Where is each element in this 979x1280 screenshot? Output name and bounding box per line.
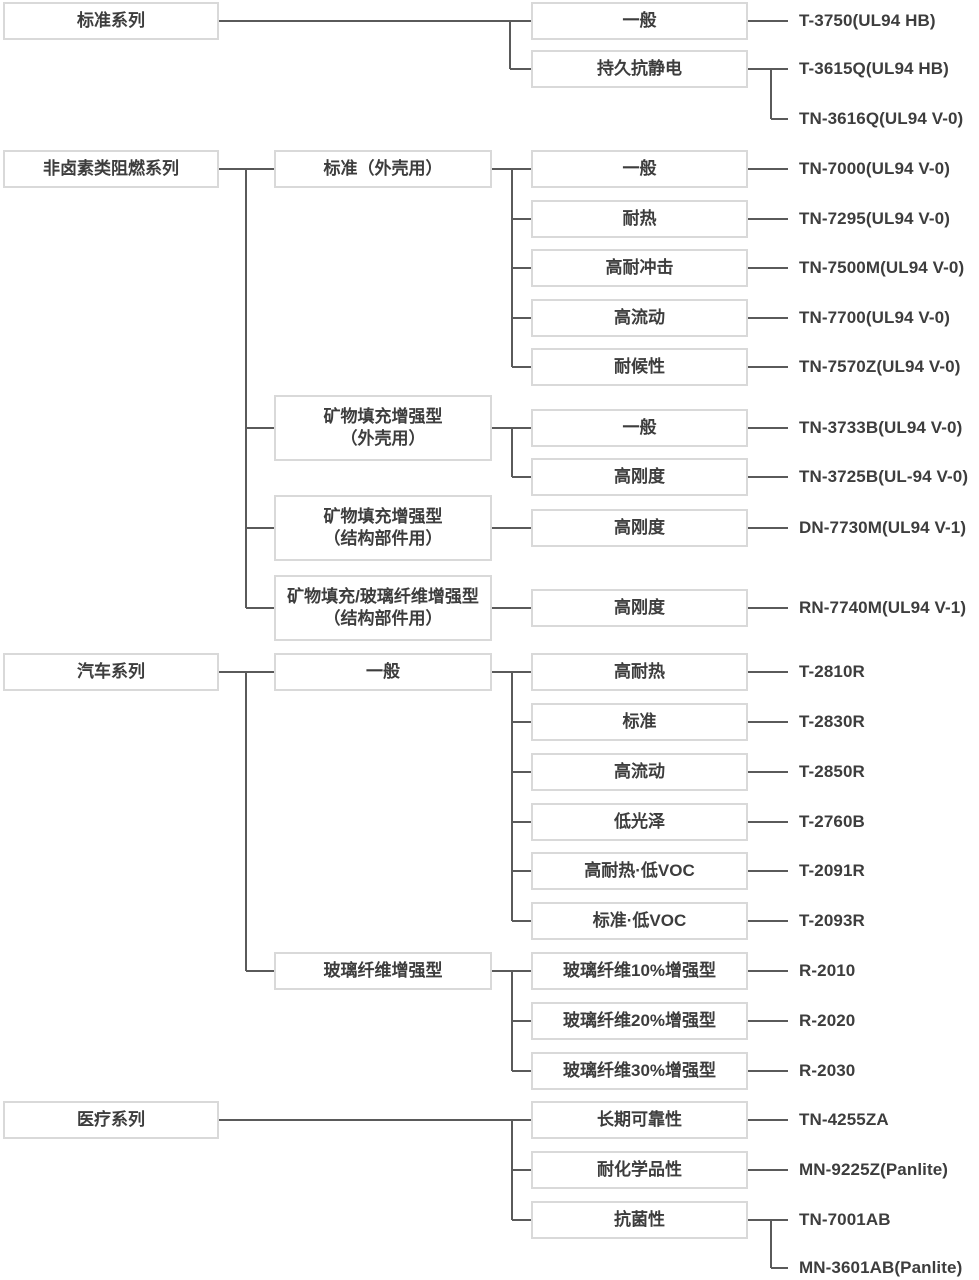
- box-label: 一般: [622, 10, 657, 30]
- series-box: 标准系列: [3, 2, 219, 40]
- product-code: MN-9225Z(Panlite): [799, 1160, 949, 1179]
- grade-box: 高耐热·低VOC: [531, 852, 748, 890]
- box-label: 矿物填充/玻璃纤维增强型: [287, 586, 479, 606]
- product-code: TN-7700(UL94 V-0): [799, 308, 950, 327]
- box-label: 高耐热·低VOC: [584, 860, 695, 880]
- box-label: 矿物填充增强型: [323, 506, 443, 526]
- product-code: T-2850R: [799, 762, 865, 781]
- grade-box: 标准·低VOC: [531, 902, 748, 940]
- series-box: 医疗系列: [3, 1101, 219, 1139]
- subcategory-box: 标准（外壳用）: [274, 150, 492, 188]
- grade-box: 一般: [531, 2, 748, 40]
- product-code: T-3615Q(UL94 HB): [799, 59, 949, 78]
- product-code: R-2010: [799, 961, 856, 980]
- product-code: TN-4255ZA: [799, 1110, 889, 1129]
- subcategory-box: 玻璃纤维增强型: [274, 952, 492, 990]
- product-code: R-2030: [799, 1061, 856, 1080]
- box-label-line2: （结构部件用）: [323, 609, 443, 628]
- grade-box: 耐热: [531, 200, 748, 238]
- box-label: 高流动: [614, 761, 665, 781]
- box-label: 标准（外壳用）: [323, 158, 443, 178]
- box-label: 非卤素类阻燃系列: [43, 158, 179, 178]
- product-code: TN-7570Z(UL94 V-0): [799, 357, 961, 376]
- box-label: 长期可靠性: [597, 1109, 682, 1129]
- box-label: 一般: [622, 417, 657, 437]
- product-code: TN-7295(UL94 V-0): [799, 209, 950, 228]
- grade-box: 高流动: [531, 299, 748, 337]
- product-code: MN-3601AB(Panlite): [799, 1258, 963, 1277]
- box-label: 高流动: [614, 307, 665, 327]
- grade-box: 标准: [531, 703, 748, 741]
- box-label: 玻璃纤维30%增强型: [562, 1060, 717, 1080]
- product-code: R-2020: [799, 1011, 856, 1030]
- box-label: 耐热: [622, 208, 657, 228]
- box-label: 标准·低VOC: [592, 910, 687, 930]
- product-code: TN-3616Q(UL94 V-0): [799, 109, 964, 128]
- grade-box: 玻璃纤维10%增强型: [531, 952, 748, 990]
- box-label: 高耐冲击: [605, 257, 674, 277]
- box-label: 抗菌性: [614, 1209, 665, 1229]
- connector-path: [219, 20, 788, 1269]
- grade-box: 高刚度: [531, 589, 748, 627]
- box-label: 汽车系列: [77, 661, 145, 681]
- series-box: 非卤素类阻燃系列: [3, 150, 219, 188]
- subcategory-box: 矿物填充/玻璃纤维增强型 （结构部件用）: [274, 575, 492, 641]
- box-label: 一般: [366, 661, 400, 681]
- box-label: 持久抗静电: [597, 58, 682, 78]
- grade-box: 耐化学品性: [531, 1151, 748, 1189]
- subcategory-box: 矿物填充增强型 （结构部件用）: [274, 495, 492, 561]
- box-label: 低光泽: [614, 811, 665, 831]
- grade-box: 一般: [531, 150, 748, 188]
- box-label: 耐化学品性: [597, 1159, 682, 1179]
- box-label: 高耐热: [614, 661, 665, 681]
- product-code: DN-7730M(UL94 V-1): [799, 518, 967, 537]
- series-box: 汽车系列: [3, 653, 219, 691]
- subcategory-box: 一般: [274, 653, 492, 691]
- grade-box: 耐候性: [531, 348, 748, 386]
- product-code: T-2810R: [799, 662, 865, 681]
- product-code: RN-7740M(UL94 V-1): [799, 598, 967, 617]
- product-code: TN-7500M(UL94 V-0): [799, 258, 965, 277]
- box-label: 高刚度: [614, 597, 665, 617]
- product-code: T-2091R: [799, 861, 865, 880]
- box-label: 标准系列: [77, 10, 145, 30]
- box-label: 一般: [622, 158, 657, 178]
- grade-box: 持久抗静电: [531, 50, 748, 88]
- product-code: T-3750(UL94 HB): [799, 11, 936, 30]
- box-label: 标准: [622, 711, 657, 731]
- product-code: T-2760B: [799, 812, 865, 831]
- box-label: 玻璃纤维10%增强型: [562, 960, 717, 980]
- box-label: 矿物填充增强型: [323, 406, 443, 426]
- grade-box: 高流动: [531, 753, 748, 791]
- grade-box: 高刚度: [531, 458, 748, 496]
- product-code: T-2830R: [799, 712, 865, 731]
- box-label: 医疗系列: [77, 1109, 145, 1129]
- grade-box: 高耐热: [531, 653, 748, 691]
- box-label-line2: （外壳用）: [340, 429, 426, 448]
- product-code: TN-7000(UL94 V-0): [799, 159, 950, 178]
- grade-box: 抗菌性: [531, 1201, 748, 1239]
- box-label: 玻璃纤维20%增强型: [562, 1010, 717, 1030]
- box-label: 玻璃纤维增强型: [323, 960, 443, 980]
- grade-box: 高刚度: [531, 509, 748, 547]
- grade-box: 低光泽: [531, 803, 748, 841]
- grade-box: 高耐冲击: [531, 249, 748, 287]
- grade-box: 玻璃纤维30%增强型: [531, 1052, 748, 1090]
- product-code: TN-7001AB: [799, 1210, 891, 1229]
- box-label: 耐候性: [614, 356, 665, 376]
- product-code: TN-3733B(UL94 V-0): [799, 418, 963, 437]
- grade-box: 一般: [531, 409, 748, 447]
- box-label: 高刚度: [614, 517, 665, 537]
- grade-box: 长期可靠性: [531, 1101, 748, 1139]
- box-label-line2: （结构部件用）: [323, 529, 443, 548]
- subcategory-box: 矿物填充增强型 （外壳用）: [274, 395, 492, 461]
- product-code: TN-3725B(UL-94 V-0): [799, 467, 969, 486]
- product-code: T-2093R: [799, 911, 865, 930]
- grade-box: 玻璃纤维20%增强型: [531, 1002, 748, 1040]
- box-label: 高刚度: [614, 466, 665, 486]
